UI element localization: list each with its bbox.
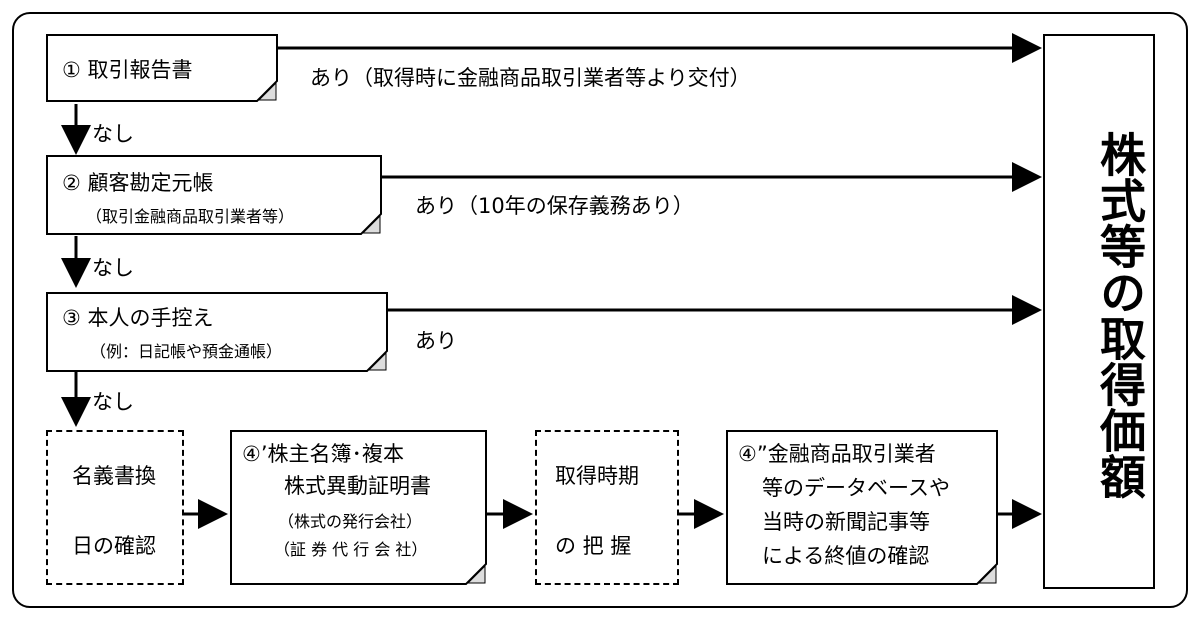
fold-corner-icon — [366, 350, 388, 372]
closing-price-line4: による終値の確認 — [762, 544, 930, 568]
fold-corner-icon — [465, 563, 487, 585]
acquisition-period-line1: 取得時期 — [555, 464, 639, 488]
shareholder-register-line1: ④’株主名簿･複本 — [242, 442, 405, 466]
fold-corner-icon — [976, 563, 998, 585]
acquisition-cost-box: 株式等の取得価額 — [1043, 34, 1155, 589]
step1-title: ① 取引報告書 — [62, 58, 193, 82]
step3-yes-label: あり — [415, 329, 457, 353]
shareholder-register-box: ④’株主名簿･複本 株式異動証明書 （株式の発行会社） （証 券 代 行 会 社… — [230, 430, 487, 585]
registration-date-line1: 名義書換 — [72, 464, 156, 488]
shareholder-register-line2: 株式異動証明書 — [284, 474, 431, 498]
registration-date-box: 名義書換 日の確認 — [46, 430, 184, 585]
closing-price-line2: 等のデータベースや — [762, 476, 950, 500]
fold-corner-icon — [360, 213, 382, 235]
step3-box: ③ 本人の手控え （例：日記帳や預金通帳） — [46, 292, 388, 372]
step2-box: ② 顧客勘定元帳 （取引金融商品取引業者等） — [46, 155, 382, 235]
acquisition-period-line2: の 把 握 — [555, 534, 632, 558]
step3-no-label: なし — [92, 390, 134, 414]
registration-date-line2: 日の確認 — [72, 534, 156, 558]
closing-price-box: ④”金融商品取引業者 等のデータベースや 当時の新聞記事等 による終値の確認 — [726, 430, 998, 585]
diagram-frame — [12, 12, 1188, 608]
step1-box: ① 取引報告書 — [46, 34, 278, 102]
step2-sub: （取引金融商品取引業者等） — [86, 207, 295, 226]
step2-no-label: なし — [92, 256, 134, 280]
shareholder-register-line4: （証 券 代 行 会 社） — [274, 540, 428, 559]
step1-no-label: なし — [92, 122, 134, 146]
acquisition-cost-label: 株式等の取得価額 — [1093, 131, 1147, 499]
closing-price-line3: 当時の新聞記事等 — [762, 510, 930, 534]
closing-price-line1: ④”金融商品取引業者 — [738, 442, 936, 466]
shareholder-register-line3: （株式の発行会社） — [278, 512, 423, 531]
step3-title: ③ 本人の手控え — [62, 306, 214, 330]
step3-sub: （例：日記帳や預金通帳） — [90, 342, 283, 361]
fold-corner-icon — [256, 80, 278, 102]
step2-title: ② 顧客勘定元帳 — [62, 171, 214, 195]
step1-yes-label: あり（取得時に金融商品取引業者等より交付） — [310, 66, 751, 90]
step2-yes-label: あり（10年の保存義務あり） — [415, 194, 694, 218]
acquisition-period-box: 取得時期 の 把 握 — [535, 430, 679, 585]
